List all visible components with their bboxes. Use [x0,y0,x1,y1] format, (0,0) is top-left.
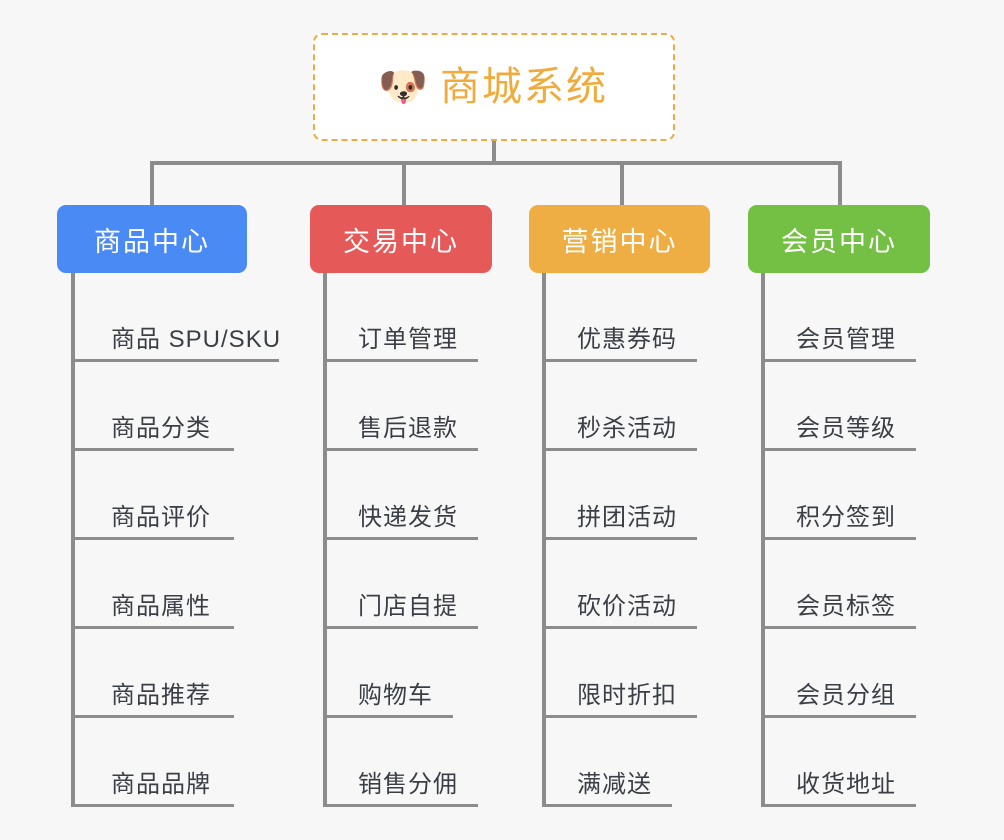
leaf-item-label: 优惠券码 [577,326,677,353]
category-header-label: 交易中心 [343,226,459,257]
leaf-item-label: 商品品牌 [111,771,211,798]
leaf-item[interactable]: 满减送 [542,718,672,807]
leaf-item[interactable]: 商品评价 [71,451,234,540]
branch-trunk-product-center [71,273,75,807]
leaf-item-label: 商品 SPU/SKU [111,326,282,353]
leaf-item-label: 砍价活动 [577,593,677,620]
branch-trunk-marketing-center [542,273,546,807]
category-header-trade-center[interactable]: 交易中心 [310,205,492,273]
category-header-label: 商品中心 [94,226,210,257]
leaf-item[interactable]: 限时折扣 [542,629,697,718]
branch-drop-connector-2 [402,161,406,207]
leaf-item[interactable]: 商品属性 [71,540,234,629]
leaf-item[interactable]: 售后退款 [323,362,478,451]
dog-face-icon: 🐶 [378,65,428,109]
leaf-item[interactable]: 优惠券码 [542,273,697,362]
branch-drop-connector-3 [620,161,624,207]
leaf-item[interactable]: 商品推荐 [71,629,234,718]
leaf-item-label: 满减送 [577,771,652,798]
leaf-item[interactable]: 销售分佣 [323,718,478,807]
leaf-item-label: 会员标签 [796,593,896,620]
leaf-item-label: 会员等级 [796,415,896,442]
leaf-item[interactable]: 订单管理 [323,273,478,362]
leaf-item[interactable]: 会员等级 [761,362,916,451]
leaf-item-label: 会员管理 [796,326,896,353]
branch-drop-connector-1 [150,161,154,207]
leaf-item[interactable]: 砍价活动 [542,540,697,629]
leaf-item[interactable]: 会员管理 [761,273,916,362]
leaf-item[interactable]: 收货地址 [761,718,916,807]
leaf-item[interactable]: 商品 SPU/SKU [71,273,282,362]
branch-trunk-trade-center [323,273,327,807]
leaf-item[interactable]: 快递发货 [323,451,478,540]
leaf-item-label: 限时折扣 [577,682,677,709]
leaf-item[interactable]: 会员标签 [761,540,916,629]
leaf-item-label: 快递发货 [358,504,458,531]
category-header-label: 营销中心 [561,226,678,257]
leaf-item-label: 购物车 [358,682,433,709]
leaf-item[interactable]: 商品品牌 [71,718,234,807]
leaf-item-label: 订单管理 [358,326,458,353]
leaf-item[interactable]: 拼团活动 [542,451,697,540]
leaf-item[interactable]: 会员分组 [761,629,916,718]
root-stem-connector [492,141,496,164]
leaf-item[interactable]: 积分签到 [761,451,916,540]
leaf-item-label: 收货地址 [796,771,896,798]
branch-drop-connector-4 [838,161,842,207]
branch-bus-connector [150,161,840,165]
leaf-item-label: 门店自提 [358,593,458,620]
category-header-member-center[interactable]: 会员中心 [748,205,930,273]
leaf-item-label: 销售分佣 [358,771,458,798]
leaf-item-label: 积分签到 [796,504,896,531]
leaf-item-label: 商品推荐 [111,682,211,709]
branch-trunk-member-center [761,273,765,807]
leaf-item-label: 售后退款 [358,415,458,442]
leaf-item[interactable]: 门店自提 [323,540,478,629]
leaf-item-label: 拼团活动 [577,504,677,531]
category-header-marketing-center[interactable]: 营销中心 [529,205,710,273]
leaf-item[interactable]: 购物车 [323,629,453,718]
leaf-item-label: 会员分组 [796,682,896,709]
root-node[interactable]: 🐶 商城系统 [313,33,675,141]
leaf-item-label: 商品评价 [111,504,211,531]
leaf-item-label: 商品属性 [111,593,211,620]
category-header-label: 会员中心 [781,226,897,257]
leaf-item[interactable]: 秒杀活动 [542,362,697,451]
category-header-product-center[interactable]: 商品中心 [57,205,247,273]
root-title: 商城系统 [440,65,608,109]
leaf-item-label: 商品分类 [111,415,211,442]
leaf-item-label: 秒杀活动 [577,415,677,442]
leaf-item[interactable]: 商品分类 [71,362,234,451]
